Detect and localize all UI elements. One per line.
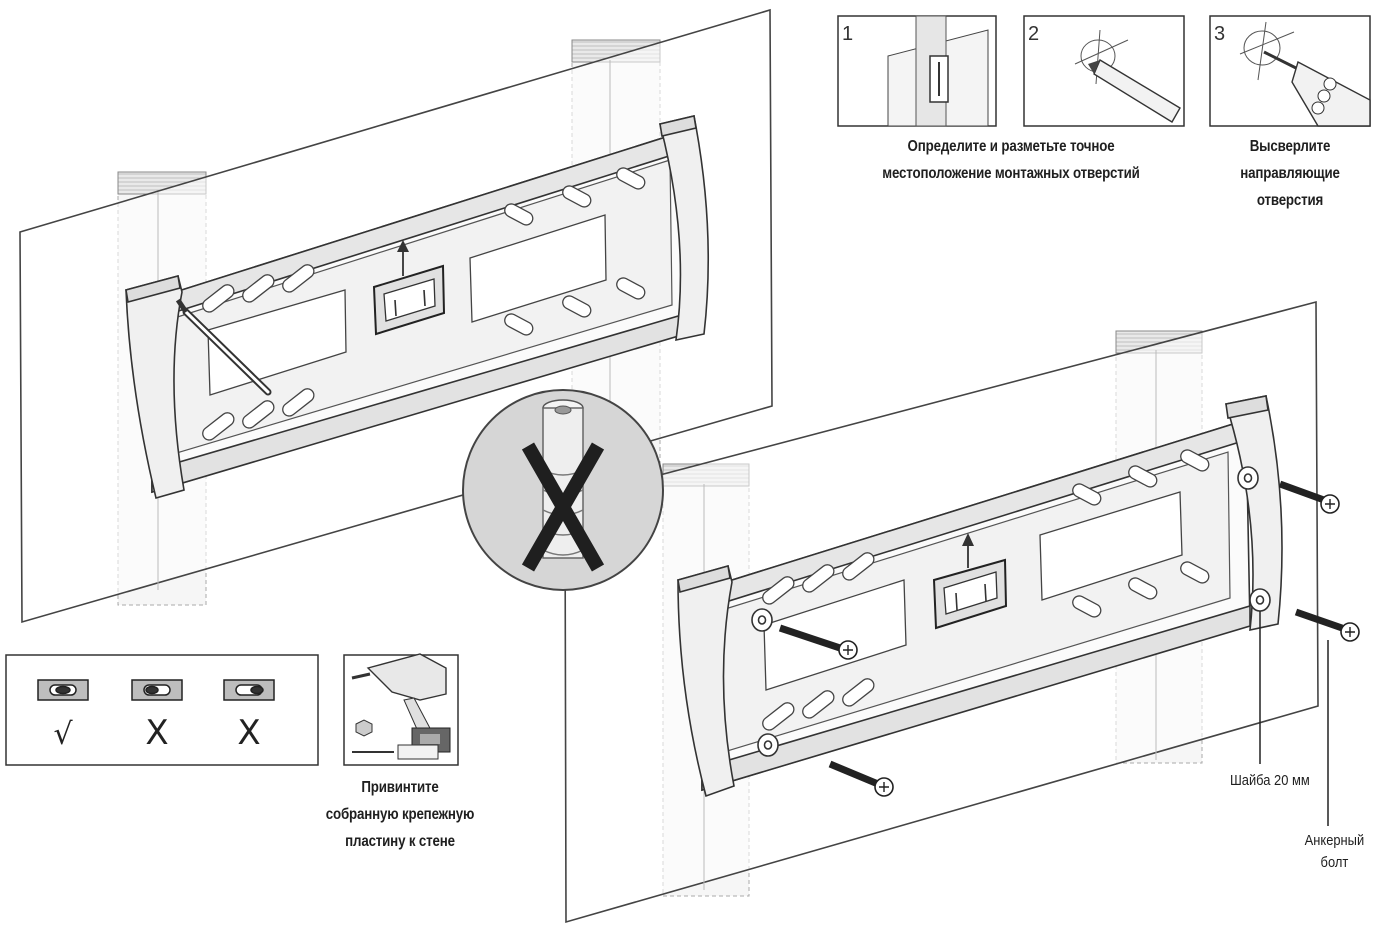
caption-line: пластину к стене: [345, 833, 455, 850]
washer-label: Шайба 20 мм: [1230, 770, 1310, 792]
right-mounting-plate: [677, 395, 1360, 826]
level-wrong-mark: X: [145, 713, 168, 753]
drill-panel: [343, 653, 459, 766]
step-2-panel: 2: [1023, 15, 1185, 127]
step-number: 2: [1028, 23, 1039, 45]
caption-line: местоположение монтажных отверстий: [882, 165, 1140, 182]
caption-line: Высверлите: [1249, 138, 1331, 155]
caption-line: отверстия: [1256, 192, 1324, 209]
caption-line: направляющие: [1240, 165, 1340, 182]
caption-line: собранную крепежную: [325, 806, 475, 823]
step-number: 1: [842, 23, 853, 45]
screw-plate-caption: Привинтите собранную крепежную пластину …: [305, 774, 494, 855]
bolt-label-line: Анкерный: [1304, 832, 1364, 849]
level-correct-mark: √: [53, 717, 73, 752]
step-number: 3: [1214, 23, 1225, 45]
step-1-panel: 1: [837, 15, 997, 127]
bolt-label-line: болт: [1320, 854, 1349, 871]
level-check-panel: √ X X: [5, 654, 319, 766]
caption-line: Определите и разметьте точное: [907, 138, 1115, 155]
anchor-bolt-label: Анкерный болт: [1305, 830, 1364, 874]
caption-line: Привинтите: [361, 779, 439, 796]
no-plastic-anchor-icon: [462, 389, 664, 591]
washer-label-text: Шайба 20 мм: [1230, 772, 1310, 789]
step-3-panel: 3: [1209, 15, 1371, 127]
left-mounting-plate: [125, 115, 710, 499]
level-wrong-mark: X: [237, 713, 260, 753]
drill-holes-caption: Высверлите направляющие отверстия: [1213, 133, 1368, 214]
locate-holes-caption: Определите и разметьте точное местополож…: [861, 133, 1162, 187]
